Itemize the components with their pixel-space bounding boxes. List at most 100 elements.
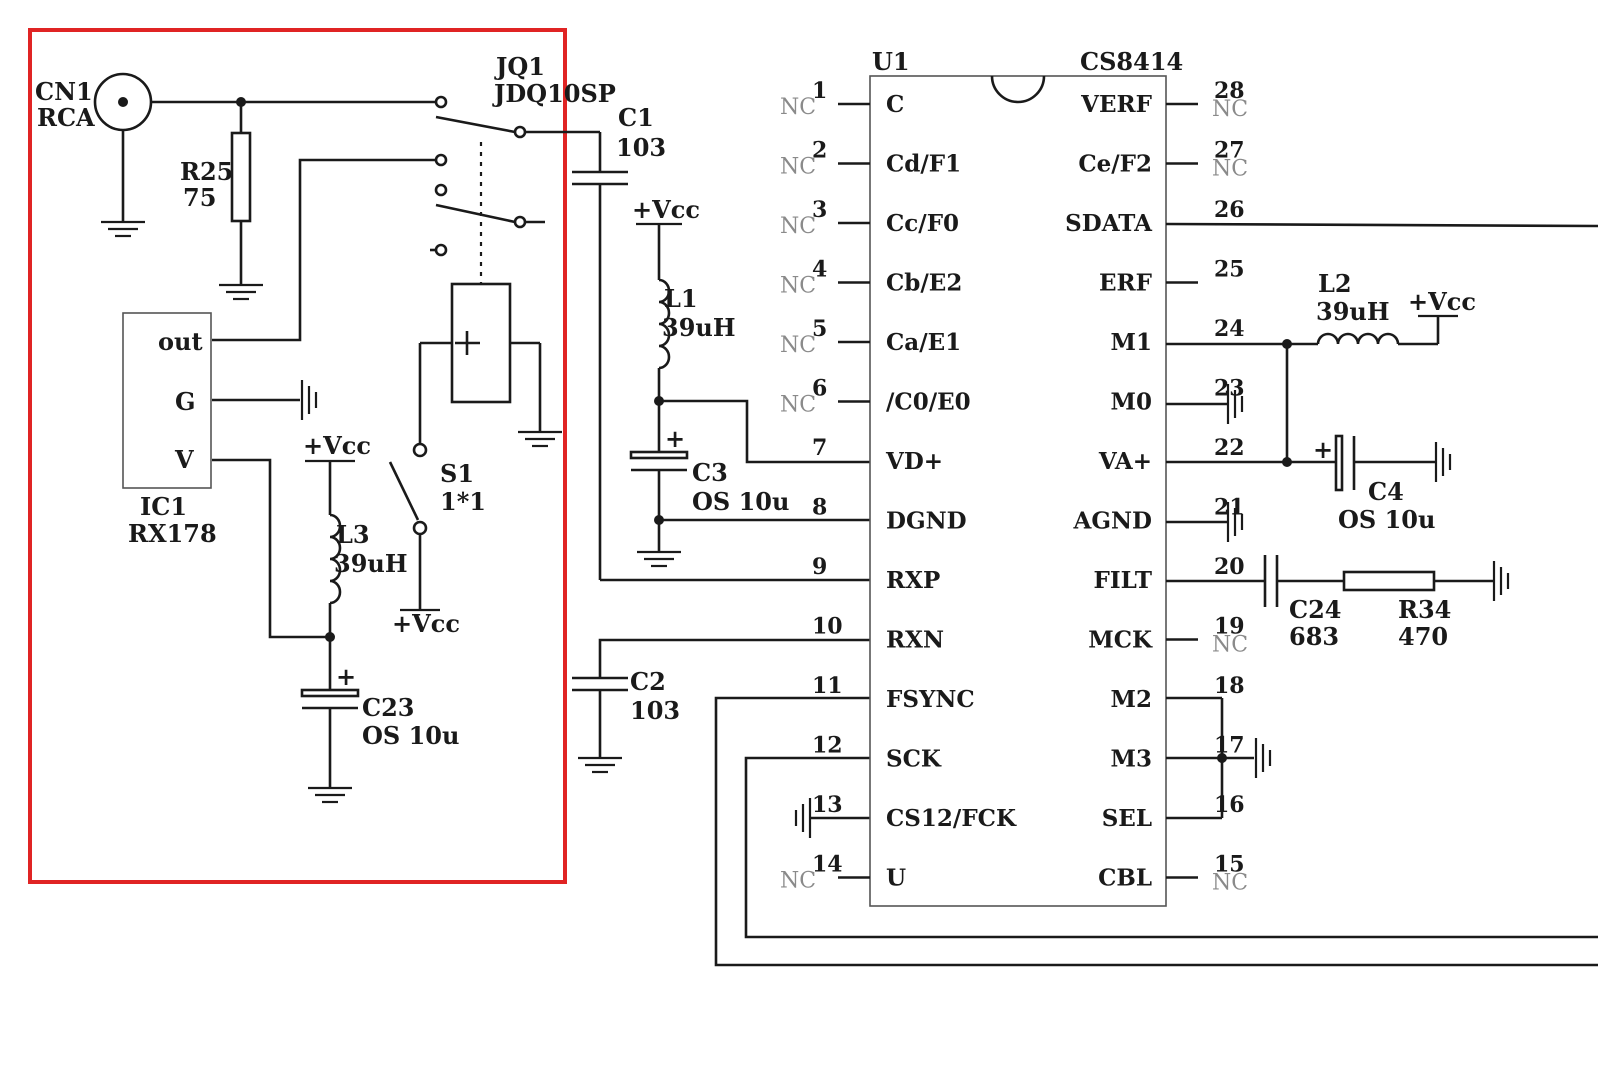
pin-name: CS12/FCK [886, 805, 1017, 832]
capacitor-c4 [1166, 434, 1452, 492]
capacitor-c3 [629, 450, 870, 568]
filt-network [1166, 555, 1510, 607]
pin-number: 28 [1214, 78, 1245, 104]
cn1-value: RCA [37, 103, 95, 132]
switch-s1 [388, 442, 440, 612]
pin-name: Ca/E1 [886, 329, 961, 356]
mode-pins-tie [1166, 696, 1272, 820]
ic1-ref: IC1 [140, 492, 187, 521]
l2-value: 39uH [1316, 297, 1390, 326]
nc-label: NC [780, 274, 816, 299]
pin-name: Ce/F2 [1078, 151, 1152, 178]
vcc-label-l3: +Vcc [303, 431, 371, 460]
pin-name: Cb/E2 [886, 270, 962, 297]
inductor-l2 [1166, 314, 1458, 467]
u1-part: CS8414 [1080, 47, 1183, 76]
pin-number: 25 [1214, 257, 1245, 283]
pin-name: C [886, 91, 904, 118]
c23-ref: C23 [362, 693, 415, 722]
u1-cs8414 [869, 75, 1167, 907]
capacitor-c2 [572, 638, 870, 774]
c4-value: OS 10u [1338, 505, 1435, 534]
pin-number: 26 [1214, 197, 1245, 223]
u1-pin-6: NC6/C0/E0 [780, 376, 971, 418]
resistor-r25 [217, 97, 265, 301]
c4-plus: + [1313, 435, 1333, 464]
c23-plus: + [336, 662, 356, 691]
c4-ref: C4 [1368, 477, 1404, 506]
u1-ref: U1 [872, 47, 910, 76]
nc-label: NC [1212, 157, 1248, 182]
pin-number: 20 [1214, 554, 1245, 580]
pin-number: 22 [1214, 435, 1245, 461]
c1-ref: C1 [618, 103, 654, 132]
c3-plus: + [665, 424, 685, 453]
nc-label: NC [1212, 97, 1248, 122]
rca-connector [93, 72, 436, 238]
pin-number: 18 [1214, 673, 1245, 699]
s1-ref: S1 [440, 459, 474, 488]
relay-jq1 [418, 95, 600, 448]
pin-number: 5 [812, 316, 827, 342]
vcc-label-s1: +Vcc [392, 609, 460, 638]
ic1-pin-out: out [158, 327, 203, 356]
pin-name: DGND [886, 508, 967, 535]
nc-label: NC [780, 214, 816, 239]
u1-pin-24: M1 24 [1111, 316, 1245, 356]
ic1-value: RX178 [128, 519, 217, 548]
c1-value: 103 [616, 133, 666, 162]
pin-number: 15 [1214, 852, 1245, 878]
pin-name: SEL [1102, 805, 1152, 832]
pin-name: SCK [886, 746, 942, 773]
pin-name: VD+ [885, 448, 943, 475]
nc-label: NC [1212, 871, 1248, 896]
pin-name: M1 [1111, 329, 1152, 356]
pin-number: 14 [812, 852, 843, 878]
sck-trace [744, 756, 1598, 939]
jq1-ref: JQ1 [494, 52, 545, 81]
pin-number: 1 [812, 78, 827, 104]
cn1-ref: CN1 [35, 77, 93, 106]
pin-number: 2 [812, 138, 827, 164]
pin-number: 24 [1214, 316, 1245, 342]
nc-label: NC [780, 869, 816, 894]
pin-name: Cc/F0 [886, 210, 959, 237]
nc-label: NC [780, 95, 816, 120]
ground-symbol [99, 220, 147, 238]
nc-label: NC [780, 393, 816, 418]
pin-name: MCK [1088, 627, 1153, 654]
l2-ref: L2 [1318, 269, 1352, 298]
u1-pin-25: ERF 25 [1099, 257, 1245, 297]
pin-name: Cd/F1 [886, 151, 961, 178]
r34-ref: R34 [1398, 595, 1451, 624]
u1-pin-22: VA+22 [1098, 435, 1245, 475]
pin-number: 7 [812, 435, 827, 461]
pin-name: FSYNC [886, 686, 975, 713]
highlight-box [28, 28, 567, 884]
capacitor-c1 [572, 132, 870, 582]
ic1-pin-v: V [174, 445, 194, 474]
pin-number: 19 [1214, 614, 1245, 640]
pin-name: M3 [1111, 746, 1152, 773]
pin-name: ERF [1099, 270, 1153, 297]
nc-label: NC [1212, 633, 1248, 658]
c23-value: OS 10u [362, 721, 459, 750]
